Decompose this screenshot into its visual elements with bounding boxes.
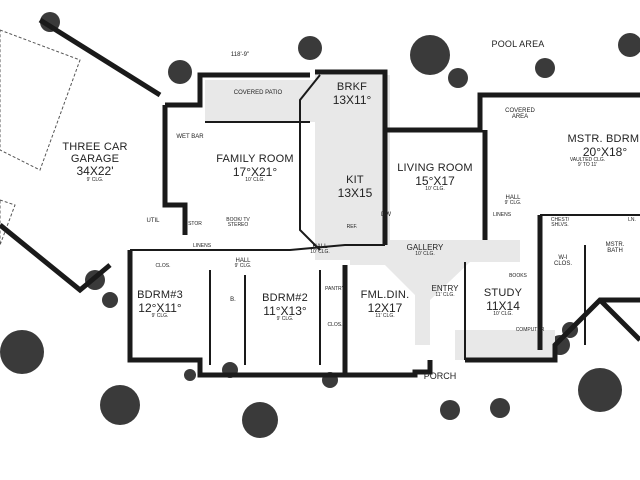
chest-shelves: CHEST/ SHLVS.: [550, 217, 570, 229]
room-kitchen: KIT 13X15: [337, 174, 373, 200]
pool-area-label: POOL AREA: [491, 39, 545, 49]
room-utility: UTIL: [146, 218, 160, 224]
room-master-bath: MSTR. BATH: [605, 242, 625, 255]
computer-desk: COMPUTER: [515, 327, 545, 333]
book-tv-stereo: BOOK/ TV STEREO: [226, 217, 250, 229]
room-living-room: LIVING ROOM 15°X17 10' CLG.: [397, 162, 473, 193]
garage-door-outlines: [0, 29, 81, 246]
room-master-bedroom: MSTR. BDRM. 20°X18° VAULTED CLG. 9' TO 1…: [567, 133, 640, 169]
linen-closet: LN.: [628, 217, 636, 223]
exterior-walls: [0, 17, 640, 378]
room-breakfast: BRKF 13X11°: [332, 81, 372, 107]
linens-master: LINENS: [492, 212, 512, 218]
room-walk-in-closet: W-I CLOS.: [553, 255, 572, 268]
room-entry: ENTRY 11' CLG.: [431, 284, 459, 299]
room-covered-patio: COVERED PATIO: [233, 90, 283, 96]
pantry: PANTRY: [325, 286, 345, 292]
books-shelf: BOOKS: [509, 273, 527, 279]
tiled-floor-areas: [205, 75, 555, 360]
room-garage: THREE CAR GARAGE 34X22' 9' CLG.: [62, 141, 128, 183]
landscaping-trees: [0, 12, 640, 438]
room-wet-bar: WET BAR: [176, 134, 204, 140]
storage: STOR: [188, 221, 202, 227]
overall-dimension: 118'-9": [230, 52, 250, 58]
room-porch: PORCH: [423, 371, 457, 381]
closet-bedroom-3: CLOS.: [155, 263, 171, 269]
hall-center: HALL 10' CLG.: [310, 244, 330, 256]
room-bath: B.: [230, 297, 236, 303]
room-bedroom-3: BDRM#3 12°X11° 9' CLG.: [137, 289, 183, 320]
hall-master: HALL 9' CLG.: [504, 195, 522, 207]
room-family-dining: FML.DIN. 12X17 11' CLG.: [360, 289, 410, 320]
linens-bedrooms: LINENS: [192, 243, 212, 249]
room-family-room: FAMILY ROOM 17°X21° 10' CLG.: [216, 153, 294, 184]
room-bedroom-2: BDRM#2 11°X13° 9' CLG.: [262, 292, 308, 323]
room-covered-area: COVERED AREA: [505, 108, 535, 121]
hall-bedrooms: HALL 9' CLG.: [234, 258, 252, 270]
closet-bedroom-2: CLOS.: [327, 322, 343, 328]
dishwasher-label: DW: [381, 212, 391, 218]
refrigerator-label: REF.: [346, 224, 358, 230]
room-study: STUDY 11X14 10' CLG.: [483, 287, 523, 318]
room-gallery: GALLERY 10' CLG.: [406, 243, 444, 258]
interior-walls: [130, 74, 640, 365]
